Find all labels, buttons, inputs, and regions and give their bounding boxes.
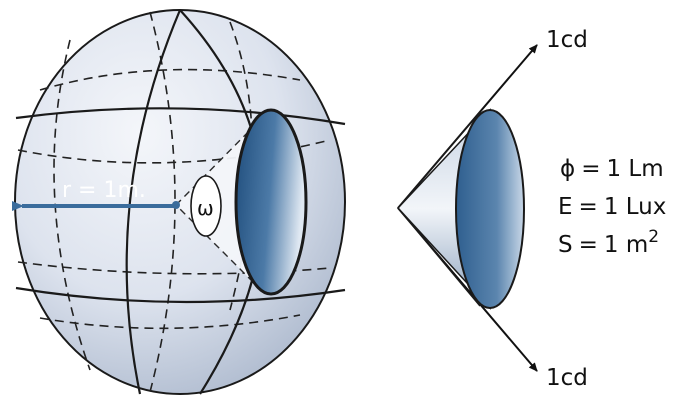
equation-illuminance: E=1 Lux	[558, 194, 666, 220]
ray-bottom-label: 1cd	[546, 365, 588, 391]
sphere-center-dot	[172, 201, 180, 209]
omega-ellipse	[190, 175, 222, 237]
flux-value: 1 Lm	[606, 156, 663, 182]
illuminance-value: 1 Lux	[604, 194, 667, 220]
surface-symbol: S	[558, 232, 573, 258]
sphere-window	[234, 108, 308, 296]
ray-top-label: 1cd	[546, 27, 588, 53]
cone-side-edge-lower	[397, 207, 481, 307]
light-cone: 1cd 1cd	[396, 27, 588, 391]
illuminance-symbol: E	[558, 194, 573, 220]
equation-flux: ϕ=1 Lm	[560, 156, 664, 182]
flux-symbol: ϕ	[560, 156, 575, 182]
surface-exponent: 2	[648, 227, 659, 247]
sphere: ω r = 1m.	[11, 9, 346, 395]
equations: ϕ=1 Lm E=1 Lux S=1 m2	[558, 156, 666, 258]
cone-side-edge	[397, 111, 481, 209]
omega-symbol: ω	[197, 196, 214, 220]
radius-label: r = 1m.	[62, 178, 146, 203]
equation-surface: S=1 m2	[558, 227, 659, 258]
cone-base	[455, 109, 525, 309]
surface-value: 1 m	[604, 232, 648, 258]
